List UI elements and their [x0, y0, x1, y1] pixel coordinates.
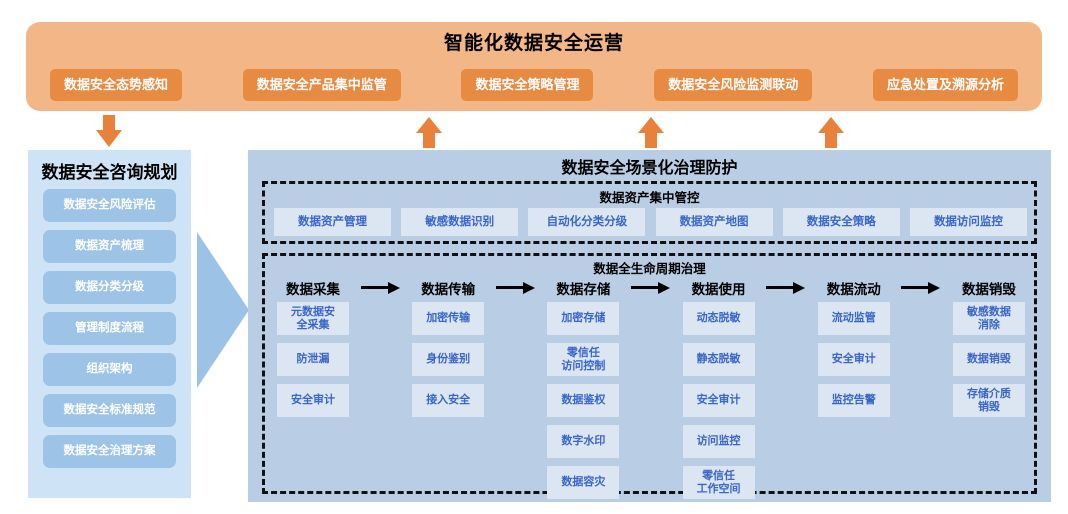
stage-cell-6-3[interactable]: 存储介质 销毁 [952, 384, 1025, 417]
stage-cell-3-2[interactable]: 零信任 访问控制 [547, 343, 620, 376]
stage-cell-3-3[interactable]: 数据鉴权 [547, 384, 620, 417]
stage-flow-arrow-icon-4 [766, 282, 806, 294]
stage-header-1: 数据采集 [286, 282, 340, 297]
arrow-up-icon-1 [416, 117, 442, 148]
stage-column-1: 元数据安 全采集防泄漏安全审计 [277, 302, 349, 417]
sidebar-item-risk-assessment[interactable]: 数据安全风险评估 [43, 189, 176, 222]
asset-item-auto-classification[interactable]: 自动化分类分级 [528, 208, 646, 236]
sidebar-item-standards[interactable]: 数据安全标准规范 [43, 394, 176, 427]
arrow-right-big-icon [197, 232, 249, 388]
top-button-risk-monitoring[interactable]: 数据安全风险监测联动 [654, 69, 813, 101]
stage-cell-4-5[interactable]: 零信任 工作空间 [682, 466, 755, 499]
stage-flow-arrow-icon-1 [360, 282, 401, 294]
top-button-policy-management[interactable]: 数据安全策略管理 [461, 69, 594, 101]
stage-cell-5-2[interactable]: 安全审计 [817, 343, 890, 376]
stage-header-6: 数据销毁 [961, 282, 1016, 297]
lifecycle-stage-header-row: 数据采集 数据传输 数据存储 数据使用 数据流动 数据销毁 [277, 278, 1025, 298]
top-button-product-supervision[interactable]: 数据安全产品集中监管 [242, 69, 401, 101]
asset-item-asset-management[interactable]: 数据资产管理 [274, 208, 391, 236]
lifecycle-title: 数据全生命周期治理 [593, 262, 706, 276]
sidebar-item-list: 数据安全风险评估 数据资产梳理 数据分类分级 管理制度流程 组织架构 数据安全标… [43, 189, 176, 468]
stage-flow-arrow-icon-5 [901, 282, 941, 294]
stage-cell-6-1[interactable]: 敏感数据 消除 [952, 302, 1025, 335]
sidebar-item-org-structure[interactable]: 组织架构 [43, 353, 176, 386]
asset-control-section: 数据资产集中管控 数据资产管理 敏感数据识别 自动化分类分级 数据资产地图 数据… [262, 181, 1037, 244]
stage-cell-2-1[interactable]: 加密传输 [412, 302, 485, 335]
stage-header-3: 数据存储 [556, 282, 611, 297]
stage-cell-6-2[interactable]: 数据销毁 [952, 343, 1025, 376]
lifecycle-stage-columns: 元数据安 全采集防泄漏安全审计加密传输身份鉴别接入安全加密存储零信任 访问控制数… [277, 302, 1025, 499]
asset-item-asset-map[interactable]: 数据资产地图 [655, 208, 773, 236]
stage-header-2: 数据传输 [421, 282, 476, 297]
stage-cell-1-3[interactable]: 安全审计 [277, 384, 349, 417]
stage-flow-arrow-icon-2 [495, 282, 536, 294]
scenario-governance-panel: 数据安全场景化治理防护 数据资产集中管控 数据资产管理 敏感数据识别 自动化分类… [248, 150, 1051, 502]
asset-control-item-list: 数据资产管理 敏感数据识别 自动化分类分级 数据资产地图 数据安全策略 数据访问… [274, 208, 1027, 236]
stage-cell-1-1[interactable]: 元数据安 全采集 [277, 302, 349, 335]
stage-column-4: 动态脱敏静态脱敏安全审计访问监控零信任 工作空间 [682, 302, 755, 499]
lifecycle-governance-section: 数据全生命周期治理 数据采集数据传输数据存储数据使用数据流动数据销毁 元数据安 … [262, 253, 1037, 499]
main-panel-title: 数据安全场景化治理防护 [561, 160, 738, 177]
stage-cell-5-3[interactable]: 监控告警 [817, 384, 890, 417]
stage-cell-4-3[interactable]: 安全审计 [682, 384, 755, 417]
asset-item-security-policy[interactable]: 数据安全策略 [782, 208, 900, 236]
top-button-row: 数据安全态势感知 数据安全产品集中监管 数据安全策略管理 数据安全风险监测联动 … [50, 69, 1018, 101]
sidebar-title: 数据安全咨询规划 [41, 163, 178, 182]
stage-cell-2-2[interactable]: 身份鉴别 [412, 343, 485, 376]
sidebar-item-management-process[interactable]: 管理制度流程 [43, 312, 176, 345]
asset-item-sensitive-discovery[interactable]: 敏感数据识别 [401, 208, 519, 236]
stage-cell-3-4[interactable]: 数字水印 [547, 425, 620, 458]
stage-column-2: 加密传输身份鉴别接入安全 [412, 302, 485, 417]
sidebar-item-governance-plan[interactable]: 数据安全治理方案 [43, 435, 176, 468]
stage-cell-2-3[interactable]: 接入安全 [412, 384, 485, 417]
top-button-emergency-response[interactable]: 应急处置及溯源分析 [872, 69, 1018, 101]
asset-item-access-monitoring[interactable]: 数据访问监控 [909, 208, 1027, 236]
stage-flow-arrow-icon-3 [630, 282, 671, 294]
page-title: 智能化数据安全运营 [443, 33, 624, 54]
stage-column-6: 敏感数据 消除数据销毁存储介质 销毁 [952, 302, 1025, 417]
consulting-planning-panel: 数据安全咨询规划 数据安全风险评估 数据资产梳理 数据分类分级 管理制度流程 组… [28, 150, 191, 498]
stage-cell-3-1[interactable]: 加密存储 [547, 302, 620, 335]
arrow-up-icon-2 [638, 117, 664, 148]
stage-column-3: 加密存储零信任 访问控制数据鉴权数字水印数据容灾 [547, 302, 620, 499]
stage-header-5: 数据流动 [826, 282, 881, 297]
sidebar-item-classification[interactable]: 数据分类分级 [43, 271, 176, 304]
stage-cell-4-1[interactable]: 动态脱敏 [682, 302, 755, 335]
stage-cell-5-1[interactable]: 流动监管 [817, 302, 890, 335]
asset-control-title: 数据资产集中管控 [599, 191, 700, 205]
stage-column-5: 流动监管安全审计监控告警 [817, 302, 890, 417]
intelligent-operations-panel: 智能化数据安全运营 数据安全态势感知 数据安全产品集中监管 数据安全策略管理 数… [26, 22, 1042, 111]
stage-header-4: 数据使用 [691, 282, 746, 297]
arrow-up-icon-3 [818, 117, 844, 148]
arrow-down-icon [96, 115, 122, 147]
stage-cell-1-2[interactable]: 防泄漏 [277, 343, 349, 376]
stage-cell-3-5[interactable]: 数据容灾 [547, 466, 620, 499]
top-button-situation-awareness[interactable]: 数据安全态势感知 [50, 69, 183, 101]
sidebar-item-asset-inventory[interactable]: 数据资产梳理 [43, 230, 176, 263]
stage-cell-4-2[interactable]: 静态脱敏 [682, 343, 755, 376]
stage-cell-4-4[interactable]: 访问监控 [682, 425, 755, 458]
